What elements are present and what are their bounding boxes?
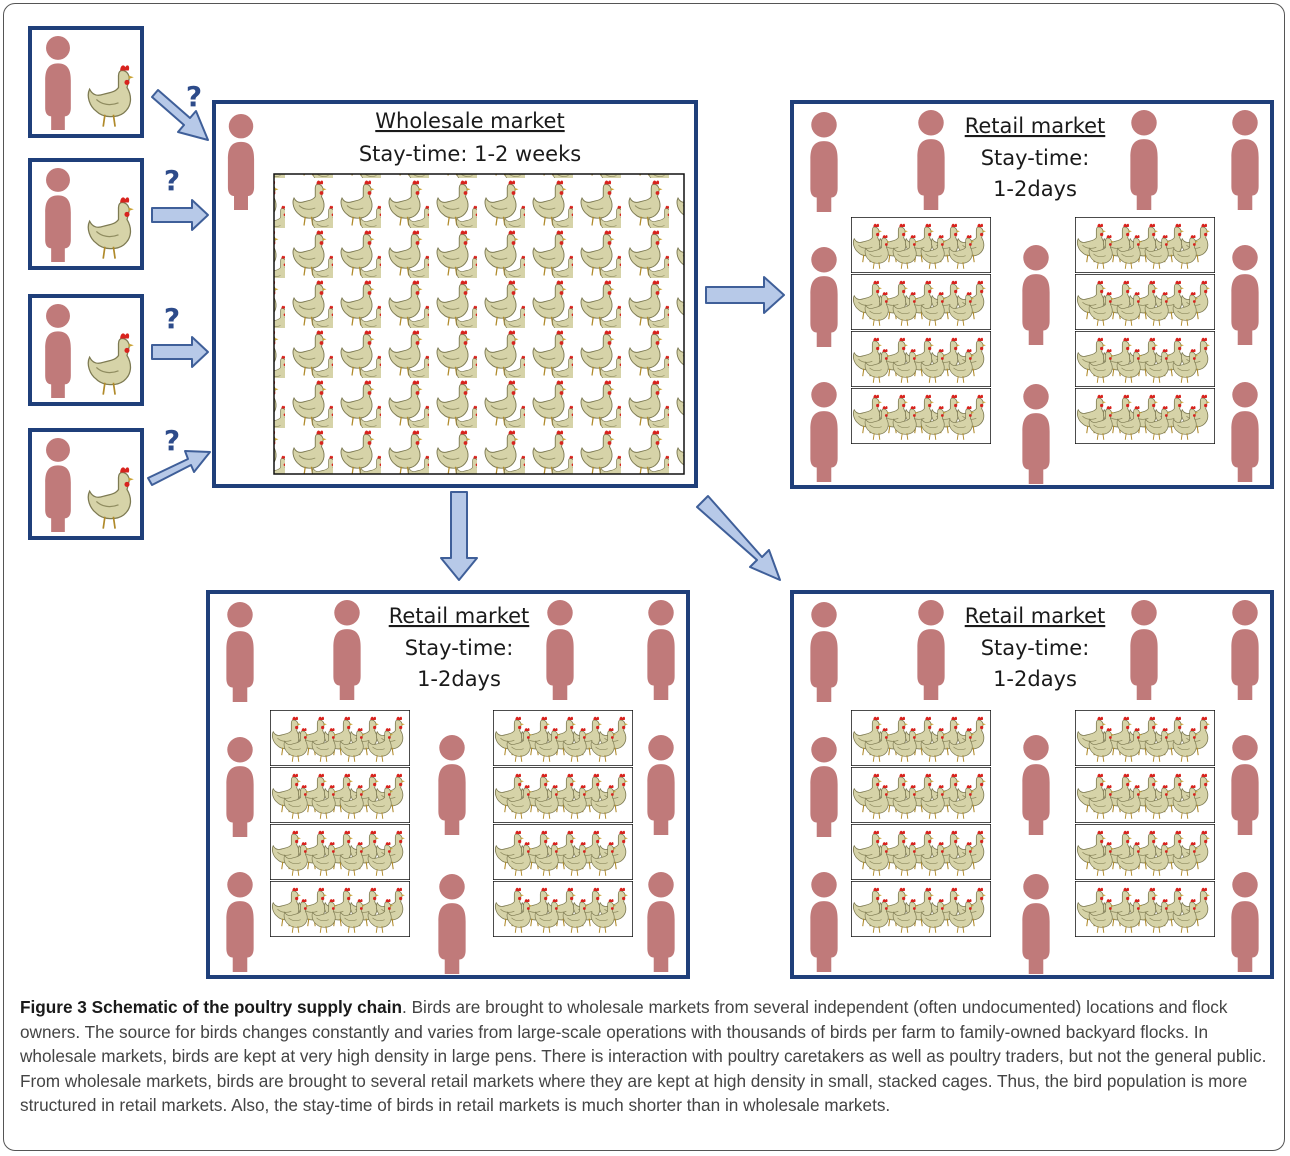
question-mark: ? bbox=[164, 164, 180, 197]
wholesale-stay-time: Stay-time: 1-2 weeks bbox=[359, 142, 581, 166]
retail-stay-label: Stay-time: bbox=[981, 146, 1090, 170]
person-icon bbox=[45, 438, 71, 532]
retail-title: Retail market bbox=[965, 604, 1106, 628]
retail-title: Retail market bbox=[389, 604, 530, 628]
retail-stay-label: Stay-time: bbox=[405, 636, 514, 660]
arrow-icon bbox=[705, 276, 785, 314]
question-mark: ? bbox=[186, 80, 202, 113]
supply-chain-diagram: ? ? ? ? Wholesale market Stay-time: 1-2 … bbox=[28, 26, 1274, 979]
wholesale-market-box: Wholesale market Stay-time: 1-2 weeks bbox=[212, 100, 698, 488]
person-icon bbox=[227, 114, 255, 210]
supplier-box-3 bbox=[28, 294, 144, 406]
retail-market-box-3: Retail market Stay-time: 1-2days bbox=[790, 590, 1274, 979]
retail-title: Retail market bbox=[965, 114, 1106, 138]
arrow-icon bbox=[151, 336, 209, 368]
arrow-icon bbox=[440, 491, 478, 581]
person-icon bbox=[45, 168, 71, 262]
person-icon bbox=[45, 36, 71, 130]
supplier-box-1 bbox=[28, 26, 144, 138]
retail-market-box-2: Retail market Stay-time: 1-2days bbox=[206, 590, 690, 979]
retail-stay-value: 1-2days bbox=[993, 667, 1077, 691]
arrow-icon bbox=[151, 199, 209, 231]
retail-market-box-1: Retail market Stay-time: 1-2days bbox=[790, 100, 1274, 489]
figure-frame bbox=[3, 3, 1285, 1151]
retail-stay-value: 1-2days bbox=[417, 667, 501, 691]
person-icon bbox=[45, 304, 71, 398]
supplier-box-4 bbox=[28, 428, 144, 540]
caption-label: Figure 3 Schematic of the poultry supply… bbox=[20, 997, 403, 1017]
question-mark: ? bbox=[164, 302, 180, 335]
wholesale-title: Wholesale market bbox=[375, 109, 564, 133]
arrow-icon bbox=[147, 450, 211, 486]
retail-stay-value: 1-2days bbox=[993, 177, 1077, 201]
retail-stay-label: Stay-time: bbox=[981, 636, 1090, 660]
supplier-box-2 bbox=[28, 158, 144, 270]
figure-caption: Figure 3 Schematic of the poultry supply… bbox=[20, 995, 1270, 1118]
caption-text: . Birds are brought to wholesale markets… bbox=[20, 997, 1267, 1115]
arrow-icon bbox=[151, 89, 209, 141]
wholesale-pen bbox=[273, 173, 685, 475]
question-mark: ? bbox=[164, 424, 180, 457]
arrow-icon bbox=[696, 495, 781, 581]
